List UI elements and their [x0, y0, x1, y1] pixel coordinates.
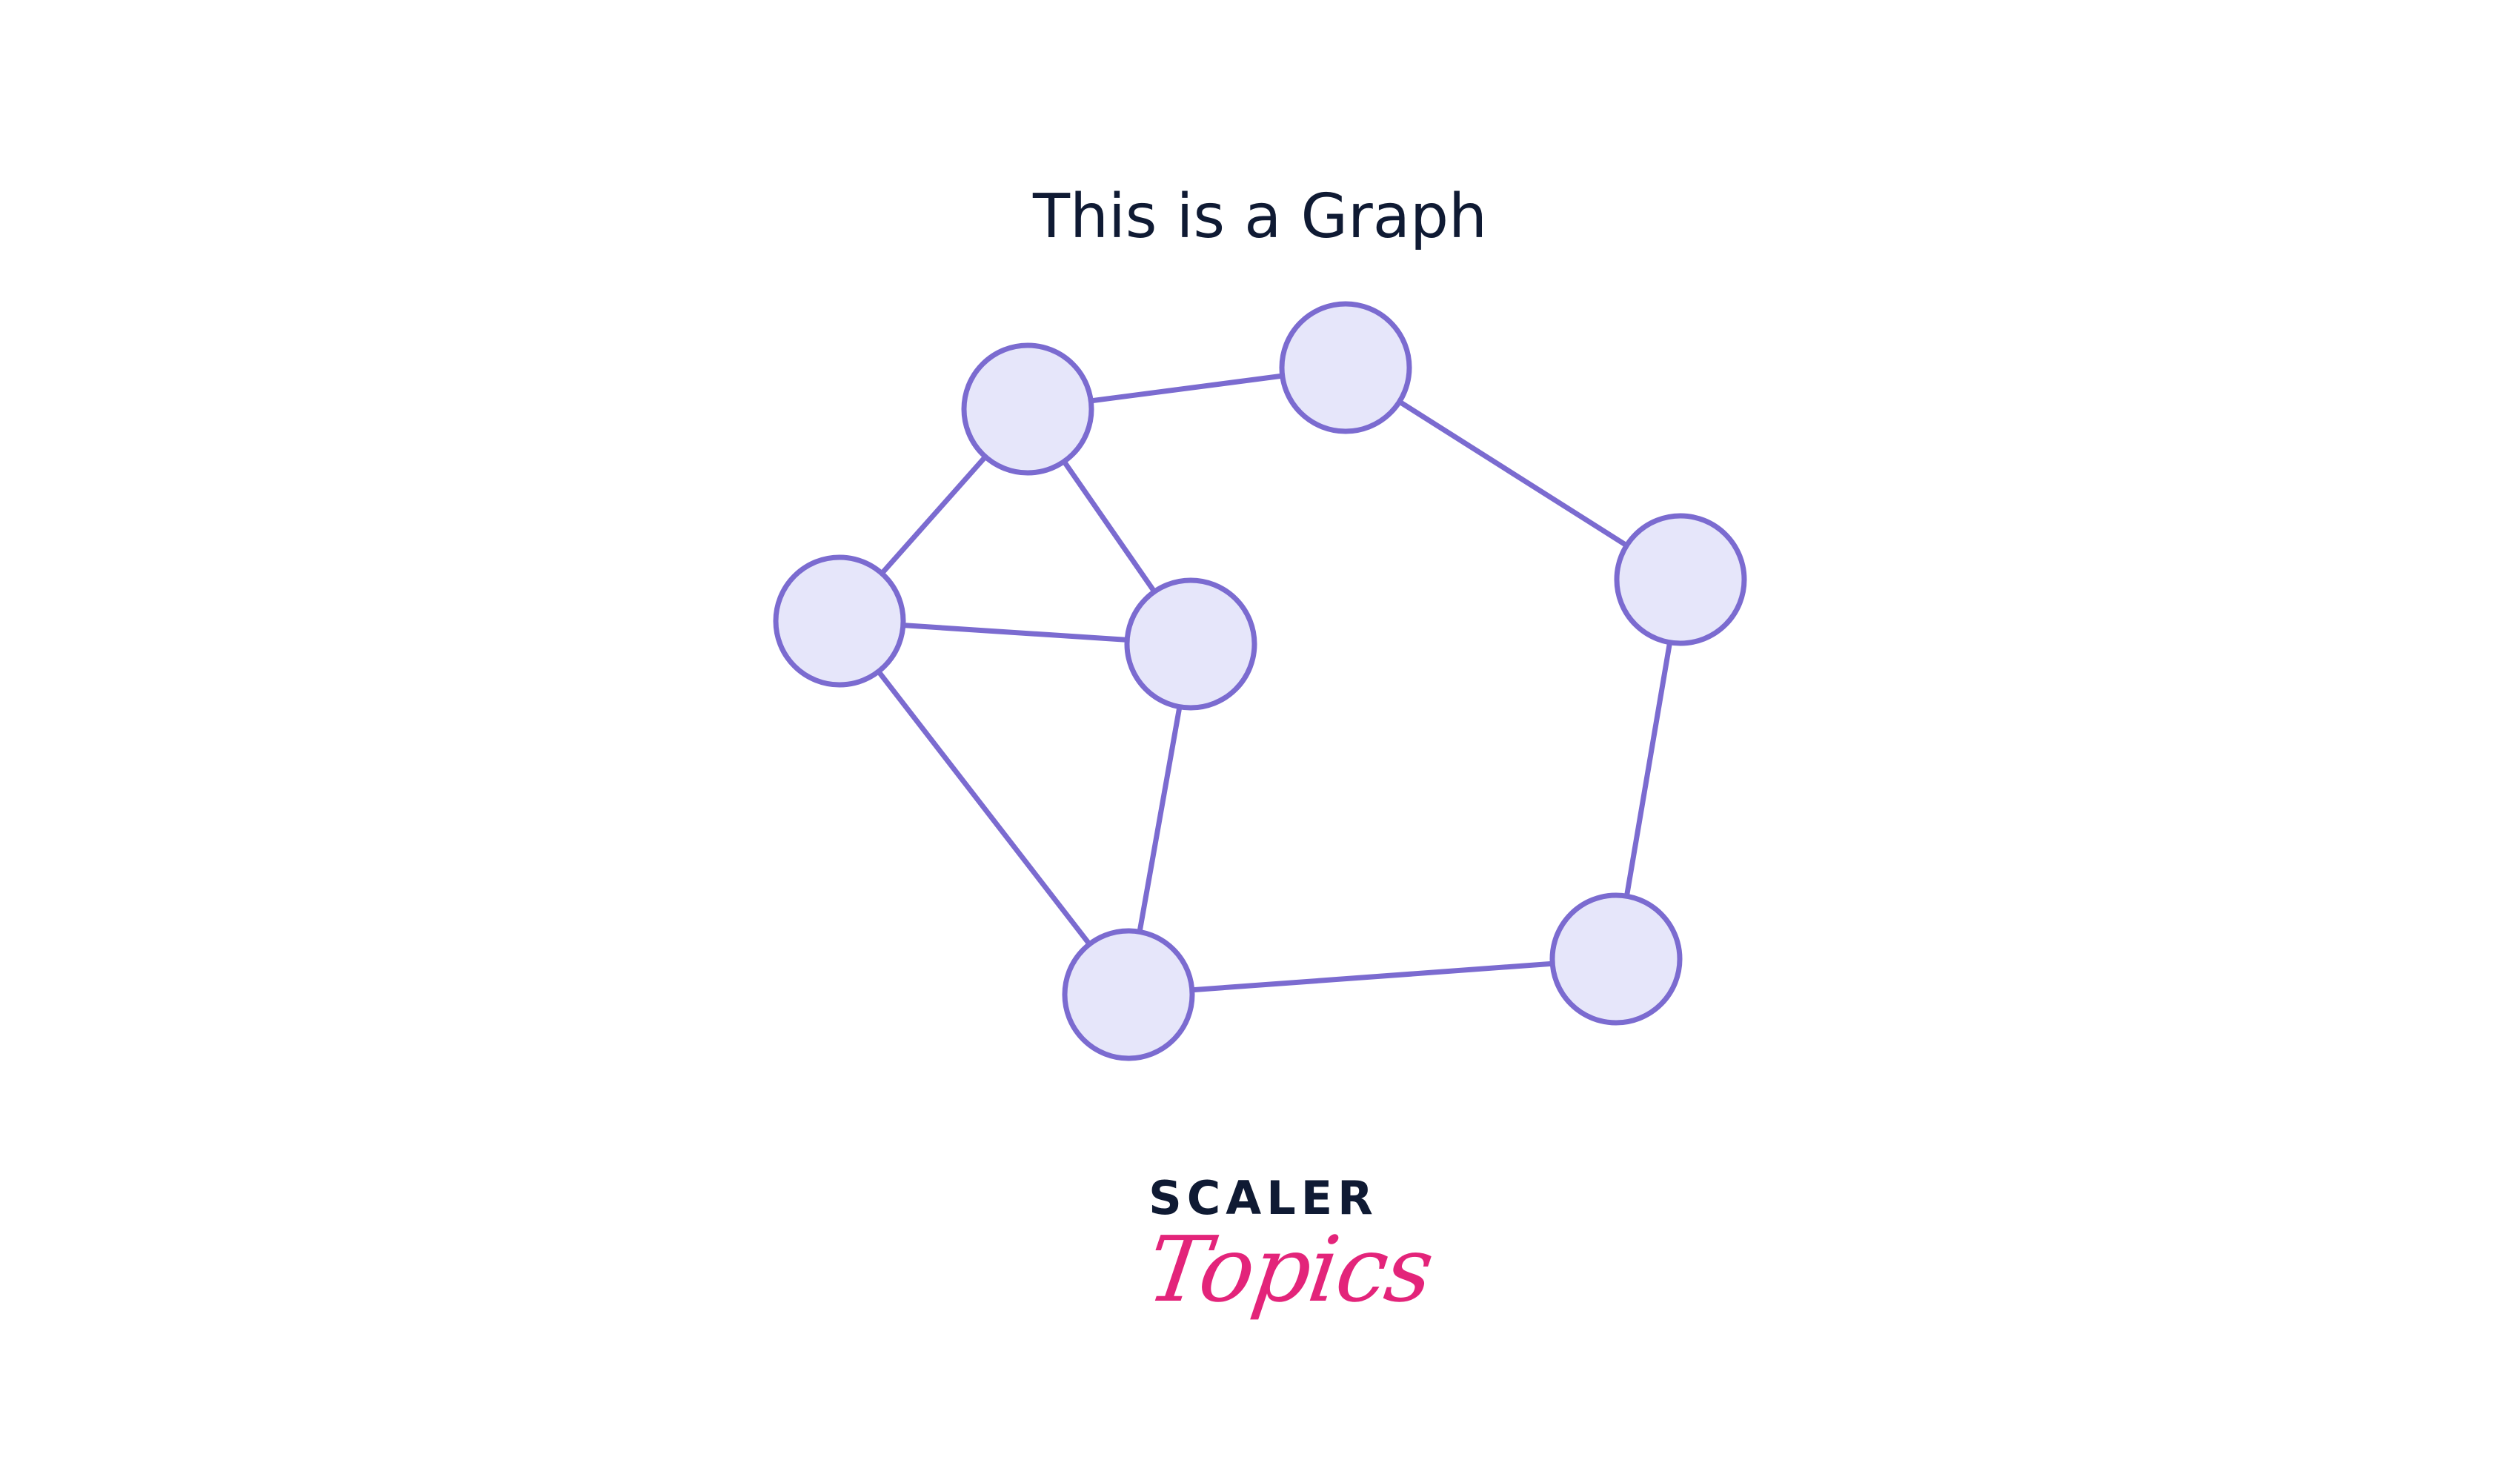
scaler-topics-logo: SCALER Topics — [1141, 1171, 1438, 1386]
graph-node-n5 — [1062, 928, 1195, 1061]
graph-edge-n3-n5 — [837, 619, 1131, 997]
logo-scaler-text: SCALER — [1148, 1171, 1378, 1225]
nodes-layer — [773, 301, 1747, 1061]
graph-node-n7 — [1549, 892, 1683, 1026]
graph-node-n6 — [1614, 513, 1747, 646]
edges-layer — [837, 365, 1683, 998]
graph-edge-n5-n7 — [1128, 956, 1617, 998]
graph-node-n3 — [773, 554, 906, 688]
page-title: This is a Graph — [1032, 182, 1488, 252]
graph-node-n2 — [1279, 301, 1412, 434]
graph-node-n1 — [961, 342, 1094, 476]
graph-node-n4 — [1124, 577, 1257, 711]
logo-topics-text: Topics — [1141, 1217, 1439, 1322]
